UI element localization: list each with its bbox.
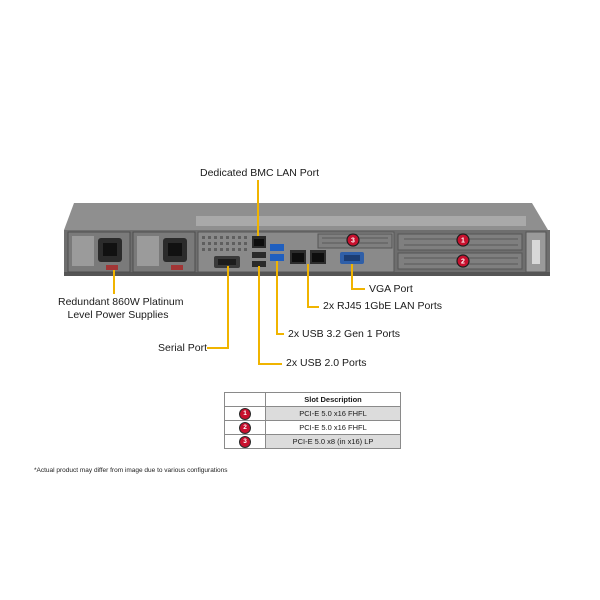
table-row: 1 PCI-E 5.0 x16 FHFL xyxy=(224,406,401,421)
slot-table-header-row: Slot Description xyxy=(224,392,401,407)
chassis-vent-strip xyxy=(196,216,526,226)
power-supply-1 xyxy=(67,231,131,273)
leader-usb2-v xyxy=(258,266,260,365)
leader-lines xyxy=(113,180,365,365)
slot-marker-2: 2 xyxy=(456,254,470,268)
slot-table-header-blank xyxy=(224,392,266,407)
vga-port-connector xyxy=(340,252,364,264)
callout-bmc-lan: Dedicated BMC LAN Port xyxy=(200,167,320,179)
bmc-lan-usb2-stack xyxy=(252,236,266,267)
callout-vga: VGA Port xyxy=(369,283,413,295)
leader-serial-h xyxy=(207,347,229,349)
vent-holes xyxy=(202,236,247,251)
leader-vga-h xyxy=(351,288,365,290)
serial-port-connector xyxy=(214,256,240,268)
leader-usb3-h xyxy=(276,333,284,335)
leader-usb3-v xyxy=(276,261,278,335)
slot-marker-2-label: 2 xyxy=(461,259,465,266)
rj45-ports xyxy=(290,250,326,264)
slot-marker-1: 1 xyxy=(456,233,470,247)
slot-table-header: Slot Description xyxy=(265,392,401,407)
slot-marker-3: 3 xyxy=(346,233,360,247)
callout-psu-line2: Level Power Supplies xyxy=(67,309,169,322)
table-row: 3 PCI-E 5.0 x8 (in x16) LP xyxy=(224,434,401,449)
slot-desc-3: PCI-E 5.0 x8 (in x16) LP xyxy=(265,434,401,449)
leader-vga-v xyxy=(351,264,353,290)
leader-rj45-h xyxy=(307,306,319,308)
slot-marker-3-label: 3 xyxy=(351,238,355,245)
slot-marker-1-label: 1 xyxy=(461,238,465,245)
leader-usb2-h xyxy=(258,363,282,365)
leader-psu xyxy=(113,270,115,294)
table-row: 2 PCI-E 5.0 x16 FHFL xyxy=(224,420,401,435)
callout-psu-line1: Redundant 860W Platinum xyxy=(58,296,184,308)
usb3-stack xyxy=(270,244,284,261)
slot-desc-2: PCI-E 5.0 x16 FHFL xyxy=(265,420,401,435)
slot-badge-3: 3 xyxy=(240,437,250,447)
callout-serial-port: Serial Port xyxy=(158,342,208,354)
slot-desc-1: PCI-E 5.0 x16 FHFL xyxy=(265,406,401,421)
callout-power-supplies: Redundant 860W Platinum Level Power Supp… xyxy=(58,296,184,322)
slot-badge-2: 2 xyxy=(240,423,250,433)
disclaimer-note: *Actual product may differ from image du… xyxy=(34,467,228,474)
power-supply-2 xyxy=(132,231,196,273)
callout-rj45: 2x RJ45 1GbE LAN Ports xyxy=(323,300,443,312)
slot-description-table: Slot Description 1 PCI-E 5.0 x16 FHFL 2 … xyxy=(224,392,401,449)
callout-usb2: 2x USB 2.0 Ports xyxy=(286,357,367,369)
leader-rj45-v xyxy=(307,264,309,308)
callout-usb3: 2x USB 3.2 Gen 1 Ports xyxy=(288,328,401,340)
slot-badge-1: 1 xyxy=(240,409,250,419)
leader-serial-v xyxy=(227,266,229,348)
leader-bmc xyxy=(257,180,259,236)
